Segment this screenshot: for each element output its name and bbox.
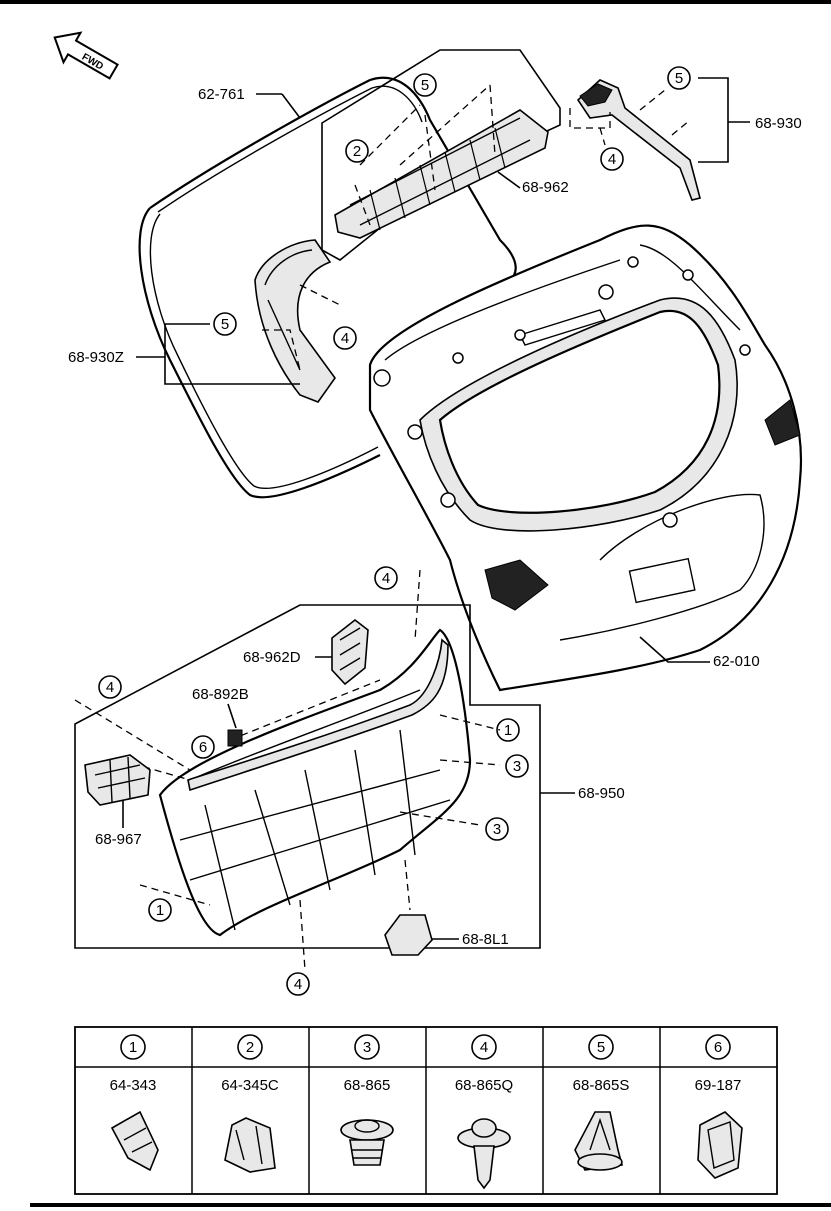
callout-cover: 68-8L1 [462, 931, 509, 948]
marker-3-inner-bottom: 3 [485, 817, 509, 841]
callout-spoiler: 68-962 [522, 179, 569, 196]
table-part-2: 64-345C [221, 1077, 279, 1094]
spoiler-panel [321, 49, 561, 261]
fastener-table: 1 64-343 2 64-345C 3 68-865 [74, 1026, 778, 1195]
liftgate-inner-trim [74, 569, 501, 971]
table-part-4: 68-865Q [455, 1077, 513, 1094]
callout-handle: 68-962D [243, 649, 301, 666]
callout-liftgate: 62-010 [713, 653, 760, 670]
table-col-3: 3 68-865 [340, 1034, 394, 1166]
marker-4-left-trim: 4 [333, 326, 357, 350]
spring-clip-icon [224, 1117, 276, 1173]
table-part-1: 64-343 [110, 1077, 157, 1094]
svg-text:4: 4 [106, 679, 114, 696]
svg-text:5: 5 [421, 77, 429, 94]
table-col-4: 4 68-865Q [455, 1034, 513, 1190]
marker-5-right-trim: 5 [667, 66, 691, 90]
svg-text:5: 5 [675, 70, 683, 87]
handle-bracket [331, 618, 369, 686]
table-part-3: 68-865 [344, 1077, 391, 1094]
svg-text:4: 4 [294, 976, 302, 993]
table-index-1: 1 [129, 1039, 137, 1056]
bottom-rule [30, 1203, 831, 1207]
weatherstrip-seal [138, 76, 517, 499]
callout-pocket: 68-967 [95, 831, 142, 848]
fwd-arrow-icon: FWD [53, 31, 119, 80]
marker-4-inner-left: 4 [98, 675, 122, 699]
table-index-5: 5 [597, 1039, 605, 1056]
table-index-2: 2 [246, 1039, 254, 1056]
inner-panel-group-box [74, 604, 541, 949]
marker-3-inner-right: 3 [505, 754, 529, 778]
callout-clip-part: 68-892B [192, 686, 249, 703]
marker-4-right-trim: 4 [600, 147, 624, 171]
table-index-6: 6 [714, 1039, 722, 1056]
push-rivet-icon [340, 1119, 394, 1166]
top-rule [0, 0, 831, 4]
marker-4-inner-bottom: 4 [286, 972, 310, 996]
pocket-bracket [84, 754, 151, 806]
marker-6-inner: 6 [191, 735, 215, 759]
svg-text:1: 1 [156, 902, 164, 919]
svg-text:5: 5 [221, 316, 229, 333]
callout-trim-right: 68-930 [755, 115, 802, 132]
cover-cap [384, 914, 433, 956]
marker-5-spoiler: 5 [413, 73, 437, 97]
svg-text:6: 6 [199, 739, 207, 756]
svg-text:4: 4 [608, 151, 616, 168]
right-pillar-trim [569, 79, 701, 201]
trim-clip-icon [574, 1111, 624, 1171]
table-col-5: 5 68-865S [573, 1034, 630, 1171]
table-part-5: 68-865S [573, 1077, 630, 1094]
table-index-4: 4 [480, 1039, 488, 1056]
svg-text:3: 3 [513, 758, 521, 775]
svg-text:4: 4 [341, 330, 349, 347]
left-pillar-trim [254, 239, 341, 403]
marker-4-inner-top: 4 [374, 566, 398, 590]
table-col-1: 1 64-343 [110, 1034, 159, 1172]
table-index-3: 3 [363, 1039, 371, 1056]
wire-clip-icon [110, 1110, 159, 1172]
svg-text:3: 3 [493, 821, 501, 838]
retainer-clip-icon [697, 1111, 743, 1179]
marker-2-spoiler: 2 [345, 139, 369, 163]
callout-trim-left: 68-930Z [68, 349, 124, 366]
table-col-6: 6 69-187 [695, 1034, 743, 1179]
callout-inner-panel: 68-950 [578, 785, 625, 802]
svg-text:2: 2 [353, 143, 361, 160]
callout-seal: 62-761 [198, 86, 245, 103]
svg-text:1: 1 [504, 722, 512, 739]
marker-1-inner-left: 1 [148, 898, 172, 922]
marker-1-inner-right: 1 [496, 718, 520, 742]
push-pin-icon [457, 1118, 511, 1190]
table-part-6: 69-187 [695, 1077, 742, 1094]
clip-part-shape [227, 729, 243, 747]
liftgate-panel [368, 224, 803, 692]
table-col-2: 2 64-345C [221, 1034, 279, 1173]
svg-text:4: 4 [382, 570, 390, 587]
marker-5-left-trim: 5 [213, 312, 237, 336]
